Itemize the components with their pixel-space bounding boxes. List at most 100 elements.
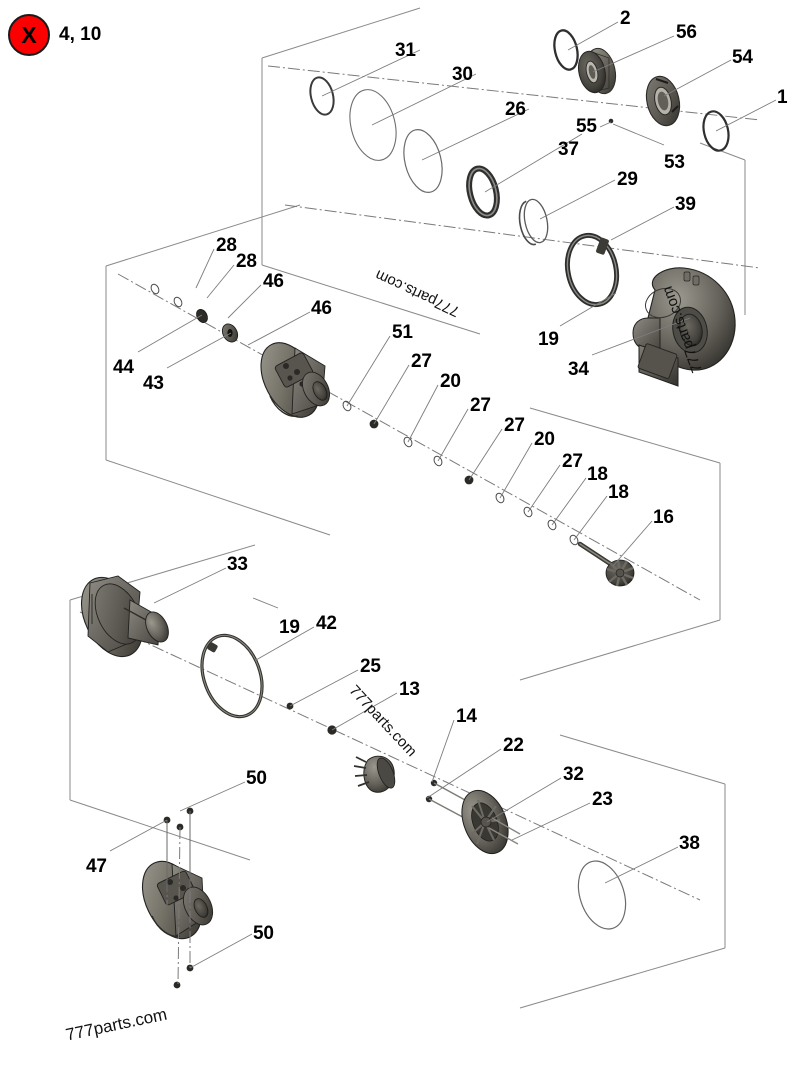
callout-53: 53 xyxy=(664,152,685,173)
callout-28: 28 xyxy=(236,251,257,272)
leader-line-38 xyxy=(604,846,679,884)
callout-32: 32 xyxy=(563,764,584,785)
callout-27: 27 xyxy=(470,395,491,416)
leader-line-46 xyxy=(227,284,262,319)
leader-line-23 xyxy=(511,802,591,841)
callout-20: 20 xyxy=(534,429,555,450)
part-26-seal-ring xyxy=(403,129,443,193)
callout-56: 56 xyxy=(676,22,697,43)
callout-18: 18 xyxy=(608,482,629,503)
leader-line-37 xyxy=(484,133,583,193)
part-2-oring xyxy=(553,29,579,71)
leader-line-26 xyxy=(421,108,530,161)
callout-leader-lines xyxy=(109,21,777,969)
part-30-gasket-ring xyxy=(349,89,397,161)
part-33-compressor-housing-cover xyxy=(80,575,169,658)
leader-line-19 xyxy=(559,292,617,327)
callout-18: 18 xyxy=(587,464,608,485)
part-14-thrust-collar xyxy=(353,755,396,793)
section-frame-upper xyxy=(261,7,746,335)
leader-line-47 xyxy=(109,819,168,852)
callout-25: 25 xyxy=(360,656,381,677)
leader-line-53 xyxy=(612,123,665,146)
part-38-oring-large xyxy=(577,860,627,930)
part-47-bearing-housing-lower xyxy=(141,860,214,940)
leader-line-50 xyxy=(179,781,246,812)
callout-43: 43 xyxy=(143,373,164,394)
leader-line-19 xyxy=(252,597,279,609)
callout-27: 27 xyxy=(504,415,525,436)
leader-line-30 xyxy=(371,73,477,126)
part-39-retaining-ring xyxy=(564,232,620,308)
callout-19: 19 xyxy=(538,329,559,350)
callout-50: 50 xyxy=(246,768,267,789)
part-1-oring xyxy=(702,110,730,152)
leader-line-34 xyxy=(591,317,691,356)
leader-line-2 xyxy=(567,21,619,51)
part-16-turbine-wheel-shaft xyxy=(577,541,635,587)
leader-line-27 xyxy=(468,428,503,481)
part-42-19-snap-ring-large xyxy=(200,633,264,719)
assembly-axis-upper xyxy=(267,65,761,121)
callout-50: 50 xyxy=(253,923,274,944)
leader-line-1 xyxy=(715,99,777,132)
part-37-seal xyxy=(466,165,500,219)
part-56-bearing-sleeve xyxy=(577,47,617,95)
callout-46: 46 xyxy=(263,271,284,292)
warning-label: 4, 10 xyxy=(59,24,102,45)
callout-20: 20 xyxy=(440,371,461,392)
leader-line-39 xyxy=(610,206,675,241)
leader-line-20 xyxy=(407,384,439,443)
leader-line-18 xyxy=(573,495,608,541)
leader-line-43 xyxy=(166,332,232,369)
callout-46: 46 xyxy=(311,298,332,319)
leader-line-20 xyxy=(499,442,533,499)
leader-line-54 xyxy=(663,59,732,97)
callout-37: 37 xyxy=(558,139,579,160)
leader-line-32 xyxy=(486,777,562,823)
assembly-axis-lower xyxy=(79,611,701,901)
callout-33: 33 xyxy=(227,554,248,575)
part-44-43-28-hardware xyxy=(150,283,239,343)
part-54-53-lock-ring xyxy=(645,75,681,127)
leader-line-14 xyxy=(431,719,455,783)
callout-34: 34 xyxy=(568,359,589,380)
part-25-13-hardware xyxy=(286,702,337,735)
part-31-oring xyxy=(309,76,335,116)
part-bearing-housing-upper xyxy=(260,342,331,418)
leader-line-25 xyxy=(289,669,359,707)
callout-16: 16 xyxy=(653,507,674,528)
callout-31: 31 xyxy=(395,40,416,61)
callout-2: 2 xyxy=(620,8,631,29)
part-23-compressor-wheel xyxy=(461,789,521,855)
leader-line-28 xyxy=(195,248,215,289)
assembly-axis-middle xyxy=(117,273,701,601)
leader-line-13 xyxy=(331,692,398,731)
section-frame-lower xyxy=(69,544,726,1009)
leader-line-51 xyxy=(346,335,391,407)
callout-29: 29 xyxy=(617,169,638,190)
leader-line-55 xyxy=(599,121,612,128)
warning-x-icon: X xyxy=(8,14,50,56)
leader-line-27 xyxy=(527,464,561,513)
leader-line-42 xyxy=(255,626,315,661)
part-29-snap-ring xyxy=(518,198,549,246)
callout-26: 26 xyxy=(505,99,526,120)
warning-badge: X 4, 10 xyxy=(8,14,101,56)
leader-line-16 xyxy=(612,520,653,567)
callout-22: 22 xyxy=(503,735,524,756)
callout-55: 55 xyxy=(576,116,597,137)
leader-line-18 xyxy=(551,477,587,526)
section-frame-middle xyxy=(105,204,721,681)
callout-14: 14 xyxy=(456,706,477,727)
leader-line-27 xyxy=(437,408,469,462)
callout-38: 38 xyxy=(679,833,700,854)
callout-13: 13 xyxy=(399,679,420,700)
callout-47: 47 xyxy=(86,856,107,877)
callout-27: 27 xyxy=(562,451,583,472)
callout-42: 42 xyxy=(316,613,337,634)
callout-54: 54 xyxy=(732,47,753,68)
leader-line-28 xyxy=(206,264,235,299)
